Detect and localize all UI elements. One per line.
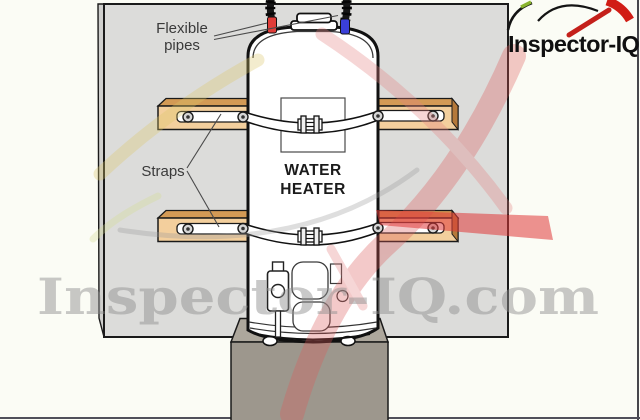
wood-block-top-left [156, 97, 251, 131]
leader-line-flex-left [213, 22, 268, 37]
access-panel-lower [292, 301, 331, 332]
gauge-icon [506, 0, 634, 38]
rating-sticker [329, 263, 343, 285]
wood-block-bottom-left [156, 209, 251, 243]
leader-line-flex-right [213, 14, 339, 41]
turnbuckle-top [297, 115, 323, 134]
strap-band-top [182, 110, 439, 134]
strap-bolts-top [182, 110, 439, 123]
logo-wordmark: Inspector-IQ [508, 31, 640, 57]
callout-straps: Straps [141, 163, 185, 180]
water-heater-label: WATER HEATER [280, 162, 346, 199]
callout-flexible-pipes: Flexible pipes [156, 20, 208, 55]
leader-line-strap-bottom [186, 170, 220, 228]
leader-lines [186, 14, 339, 228]
frame-right-edge [637, 0, 639, 420]
hot-fitting [267, 16, 277, 34]
logo: Inspector-IQ [506, 0, 640, 58]
drain-valve [266, 261, 290, 338]
gas-inlet [336, 289, 349, 303]
tank-top-cap-upper [296, 12, 332, 24]
turnbuckle-bottom [297, 227, 323, 246]
gauge-redzone [605, 0, 634, 23]
leader-line-strap-top [186, 113, 222, 169]
access-panel-upper [291, 261, 329, 300]
water-heater-tank [246, 12, 380, 347]
flexible-pipe-right [340, 0, 352, 23]
gauge-needle [566, 7, 612, 38]
cold-fitting [340, 18, 350, 35]
